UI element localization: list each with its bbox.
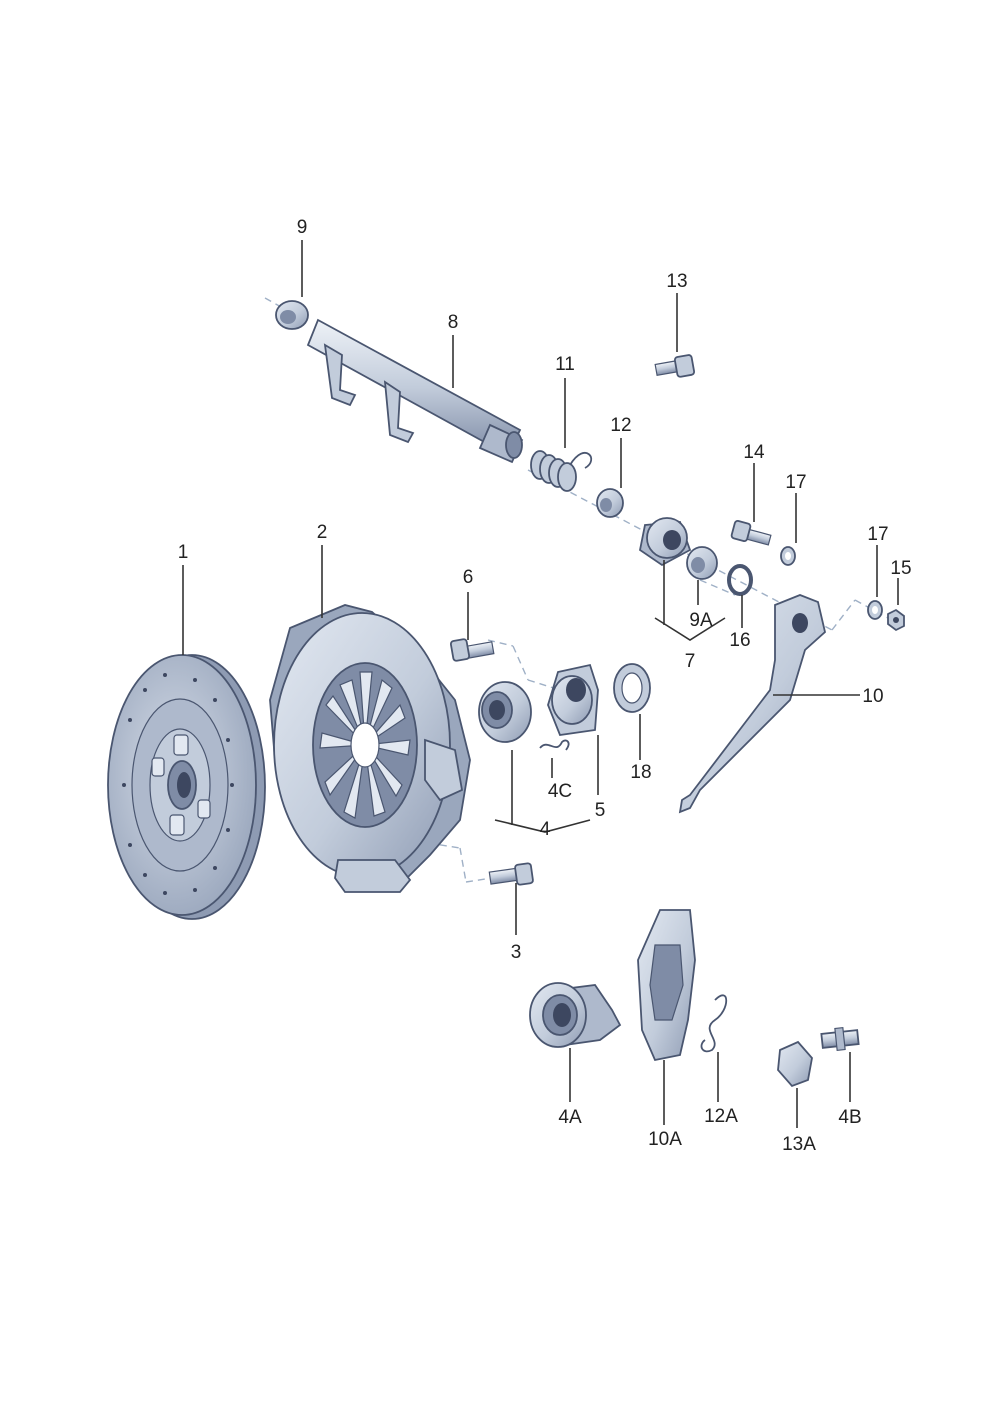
pressure-plate <box>269 604 471 893</box>
label-part-13: 13 <box>666 271 687 292</box>
disc-damper-springs <box>151 734 211 836</box>
label-part-9a: 9A <box>689 610 713 631</box>
release-shaft <box>306 318 524 464</box>
bolt-13 <box>654 354 696 378</box>
bearing-housing <box>639 517 692 567</box>
label-part-6: 6 <box>463 567 474 588</box>
release-bearing <box>478 681 532 743</box>
spring-clip <box>700 994 728 1053</box>
release-lever <box>678 594 826 814</box>
seal-ring <box>613 663 651 713</box>
label-part-10: 10 <box>862 686 883 707</box>
label-part-3: 3 <box>511 942 522 963</box>
part-labels: 1 2 3 4 4A 4B 4C 5 6 7 8 9 9A 10 10A 11 … <box>178 217 912 1155</box>
label-part-17-lower: 17 <box>867 524 888 545</box>
label-part-16: 16 <box>729 630 750 651</box>
label-part-18: 18 <box>630 762 651 783</box>
label-part-15: 15 <box>890 558 911 579</box>
label-part-2: 2 <box>317 522 328 543</box>
clip-4c <box>539 739 570 751</box>
disc-rivets <box>122 673 234 895</box>
bush-9 <box>275 300 309 330</box>
leader-lines <box>182 240 899 1128</box>
label-part-4: 4 <box>540 819 551 840</box>
fixing-piece <box>777 1040 813 1088</box>
label-part-17-upper: 17 <box>785 472 806 493</box>
bush-9a <box>686 546 718 580</box>
label-part-4b: 4B <box>838 1107 861 1128</box>
label-part-11: 11 <box>555 354 575 375</box>
label-part-1: 1 <box>178 542 189 563</box>
bolt-3 <box>488 862 534 886</box>
guide-sleeve <box>547 663 599 736</box>
bush-12 <box>596 488 624 518</box>
label-part-12: 12 <box>610 415 631 436</box>
nut <box>887 608 905 632</box>
washer-17-lower <box>867 600 883 620</box>
label-part-7: 7 <box>685 651 696 672</box>
circlip <box>727 564 753 596</box>
label-part-12a: 12A <box>704 1106 738 1127</box>
stud <box>820 1026 860 1052</box>
label-part-8: 8 <box>448 312 459 333</box>
label-part-13a: 13A <box>782 1134 816 1155</box>
label-part-4c: 4C <box>548 781 572 802</box>
label-part-14: 14 <box>743 442 765 463</box>
clutch-disc <box>107 654 266 920</box>
bolt-6 <box>449 638 495 662</box>
label-part-9: 9 <box>297 217 308 238</box>
release-lever-alt <box>637 909 696 1062</box>
label-part-4a: 4A <box>558 1107 582 1128</box>
label-part-5: 5 <box>595 800 606 821</box>
return-spring <box>530 450 593 492</box>
label-part-10a: 10A <box>648 1129 682 1150</box>
release-bearing-alt <box>529 982 622 1048</box>
washer-17-upper <box>780 546 796 566</box>
bolt-14 <box>730 520 772 546</box>
